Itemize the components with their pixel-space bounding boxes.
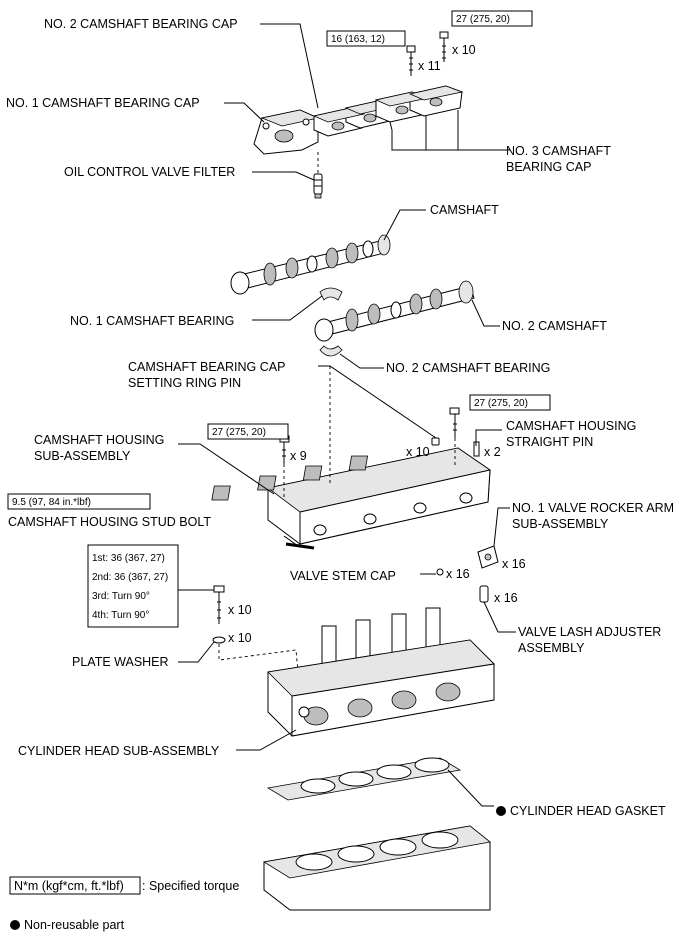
label-lash-line2: ASSEMBLY [518,641,585,655]
qty-x10-pin: x 10 [406,445,430,459]
cap-bolt-27nm [439,31,449,62]
torque-seq-1: 1st: 36 (367, 27) [92,553,165,564]
no2-camshaft-bearing-cap [312,99,398,137]
qty-x16-lash: x 16 [494,591,518,605]
qty-x10-bolt: x 10 [228,603,252,617]
cylinder-head-bolt [213,585,225,624]
label-ring-pin-line2: SETTING RING PIN [128,376,241,390]
label-no2-camshaft: NO. 2 CAMSHAFT [502,319,607,333]
label-no2-bearing: NO. 2 CAMSHAFT BEARING [386,361,550,375]
camshaft-housing-stud-bolt [285,542,315,550]
camshaft [230,234,391,295]
label-no1-cap: NO. 1 CAMSHAFT BEARING CAP [6,96,200,110]
label-ocv-filter: OIL CONTROL VALVE FILTER [64,165,235,179]
label-ring-pin-line1: CAMSHAFT BEARING CAP [128,360,285,374]
qty-x16-rocker: x 16 [502,557,526,571]
no3-camshaft-bearing-cap [374,85,464,123]
torque-seq-4: 4th: Turn 90° [92,610,149,621]
label-housing-line2: SUB-ASSEMBLY [34,449,131,463]
no1-camshaft-bearing [319,287,343,301]
torque-27-left: 27 (275, 20) [212,427,266,438]
torque-seq-3: 3rd: Turn 90° [92,591,150,602]
qty-x11: x 11 [418,59,441,73]
torque-16: 16 (163, 12) [331,34,385,45]
label-gasket: CYLINDER HEAD GASKET [510,804,666,818]
qty-x9: x 9 [290,449,307,463]
torque-27-top: 27 (275, 20) [456,14,510,25]
label-straight-pin-line2: STRAIGHT PIN [506,435,593,449]
plate-washer [212,636,226,644]
label-lash-line1: VALVE LASH ADJUSTER [518,625,661,639]
label-no3-cap-line1: NO. 3 CAMSHAFT [506,144,611,158]
label-rocker-line1: NO. 1 VALVE ROCKER ARM [512,501,674,515]
legend-nonreusable: Non-reusable part [24,918,125,932]
torque-9-5: 9.5 (97, 84 in.*lbf) [12,497,91,508]
torque-27-right: 27 (275, 20) [474,398,528,409]
label-stud-bolt: CAMSHAFT HOUSING STUD BOLT [8,515,211,529]
label-rocker-line2: SUB-ASSEMBLY [512,517,609,531]
cylinder-head-gasket [266,757,462,801]
valve-stem-cap [436,568,444,576]
valve-lash-adjuster [479,585,489,603]
label-stem-cap: VALVE STEM CAP [290,569,396,583]
label-camshaft: CAMSHAFT [430,203,499,217]
no2-camshaft-bearing [319,345,343,357]
camshaft-housing [211,447,491,545]
label-plate-washer: PLATE WASHER [72,655,169,669]
label-housing-line1: CAMSHAFT HOUSING [34,433,164,447]
no1-valve-rocker-arm [477,545,499,569]
qty-x10-washer: x 10 [228,631,252,645]
label-straight-pin-line1: CAMSHAFT HOUSING [506,419,636,433]
nonreusable-marker [496,806,506,816]
cap-bolt-16nm [406,45,416,76]
no2-camshaft [314,280,475,342]
setting-ring-pin [431,437,440,446]
legend-torque-desc: : Specified torque [142,879,239,893]
no1-camshaft-bearing-cap [253,109,320,155]
qty-x10-top: x 10 [452,43,476,57]
torque-seq-2: 2nd: 36 (367, 27) [92,572,168,583]
cylinder-block [262,825,491,911]
cylinder-head [267,607,495,737]
label-no3-cap-line2: BEARING CAP [506,160,591,174]
housing-bolt-long [449,407,460,438]
oil-control-valve-filter [313,173,323,199]
qty-x16-cap: x 16 [446,567,470,581]
legend-torque-unit: N*m (kgf*cm, ft.*lbf) [14,879,124,893]
label-cylinder-head: CYLINDER HEAD SUB-ASSEMBLY [18,744,220,758]
legend-nonreusable-marker [10,920,20,930]
label-no1-bearing: NO. 1 CAMSHAFT BEARING [70,314,234,328]
label-no2-cap: NO. 2 CAMSHAFT BEARING CAP [44,17,238,31]
housing-bolt-x9 [279,435,290,464]
qty-x2: x 2 [484,445,501,459]
